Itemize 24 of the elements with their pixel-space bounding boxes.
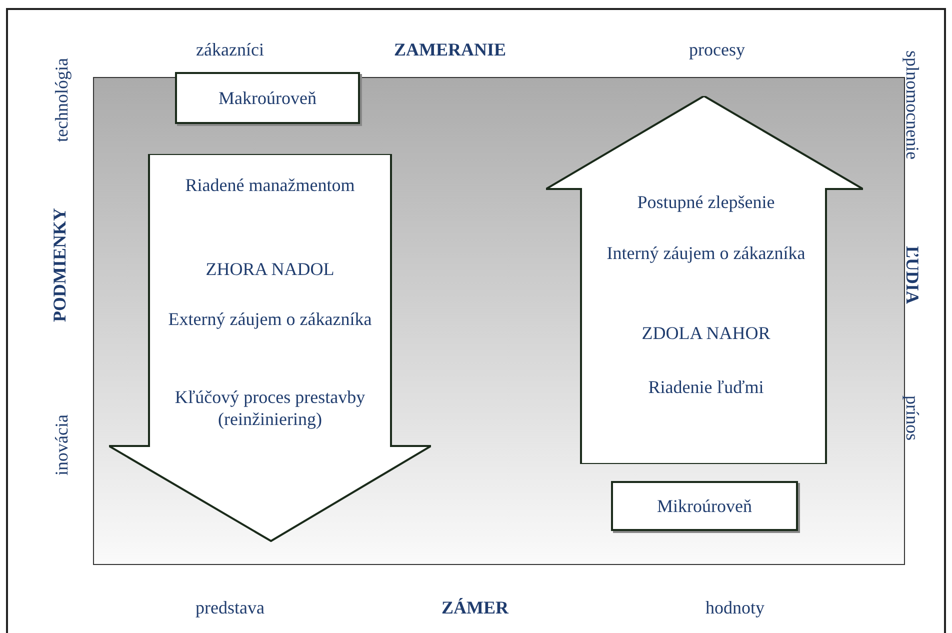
axis-label: predstava	[196, 598, 264, 618]
axis-heading: ZAMERANIE	[394, 40, 506, 60]
arrow-text: Postupné zlepšenie	[636, 191, 776, 213]
axis-heading: ZÁMER	[442, 598, 508, 618]
level-label: Mikroúroveň	[656, 495, 753, 517]
axis-heading: ĽUDIA	[902, 246, 922, 304]
axis-label: inovácia	[52, 414, 72, 476]
arrow-text: Riadené manažmentom	[184, 174, 356, 196]
arrow-text: Kľúčový proces prestavby (reinžiniering)	[174, 386, 366, 430]
arrow-text: ZDOLA NAHOR	[640, 322, 772, 344]
axis-heading: PODMIENKY	[50, 208, 70, 322]
level-box	[175, 72, 360, 124]
arrow-text: ZHORA NADOL	[204, 258, 336, 280]
arrow-text: Riadenie ľuďmi	[647, 376, 765, 398]
axis-label: technológia	[52, 58, 72, 142]
arrow-text: Externý záujem o zákazníka	[167, 308, 373, 330]
axis-label: splnomocnenie	[902, 50, 922, 160]
level-label: Makroúroveň	[218, 87, 318, 109]
level-box	[611, 481, 798, 531]
axis-label: hodnoty	[706, 598, 764, 618]
arrow-text: Interný záujem o zákazníka	[606, 242, 806, 264]
axis-label: zákazníci	[196, 40, 264, 60]
axis-label: prínos	[902, 396, 922, 440]
axis-label: procesy	[689, 40, 745, 60]
